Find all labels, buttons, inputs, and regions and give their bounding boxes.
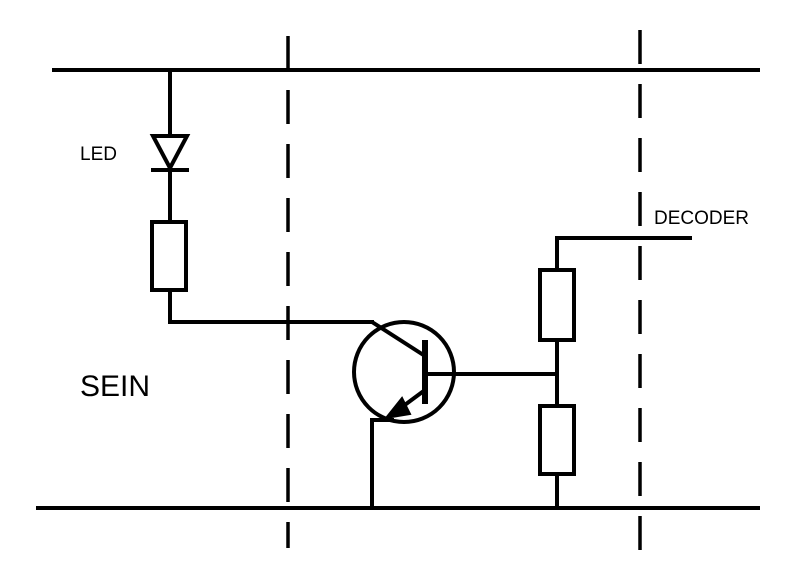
led-diode-symbol: [149, 134, 191, 173]
divider-upper-resistor: [538, 268, 576, 342]
emitter-arrow: [383, 396, 412, 420]
transistor-collector-lead: [370, 320, 427, 358]
decoder-label: DECODER: [654, 208, 749, 229]
led-label: LED: [80, 144, 117, 165]
divider-lower-resistor: [538, 404, 576, 476]
sein-label: SEIN: [80, 370, 150, 403]
led-resistor: [150, 220, 188, 292]
